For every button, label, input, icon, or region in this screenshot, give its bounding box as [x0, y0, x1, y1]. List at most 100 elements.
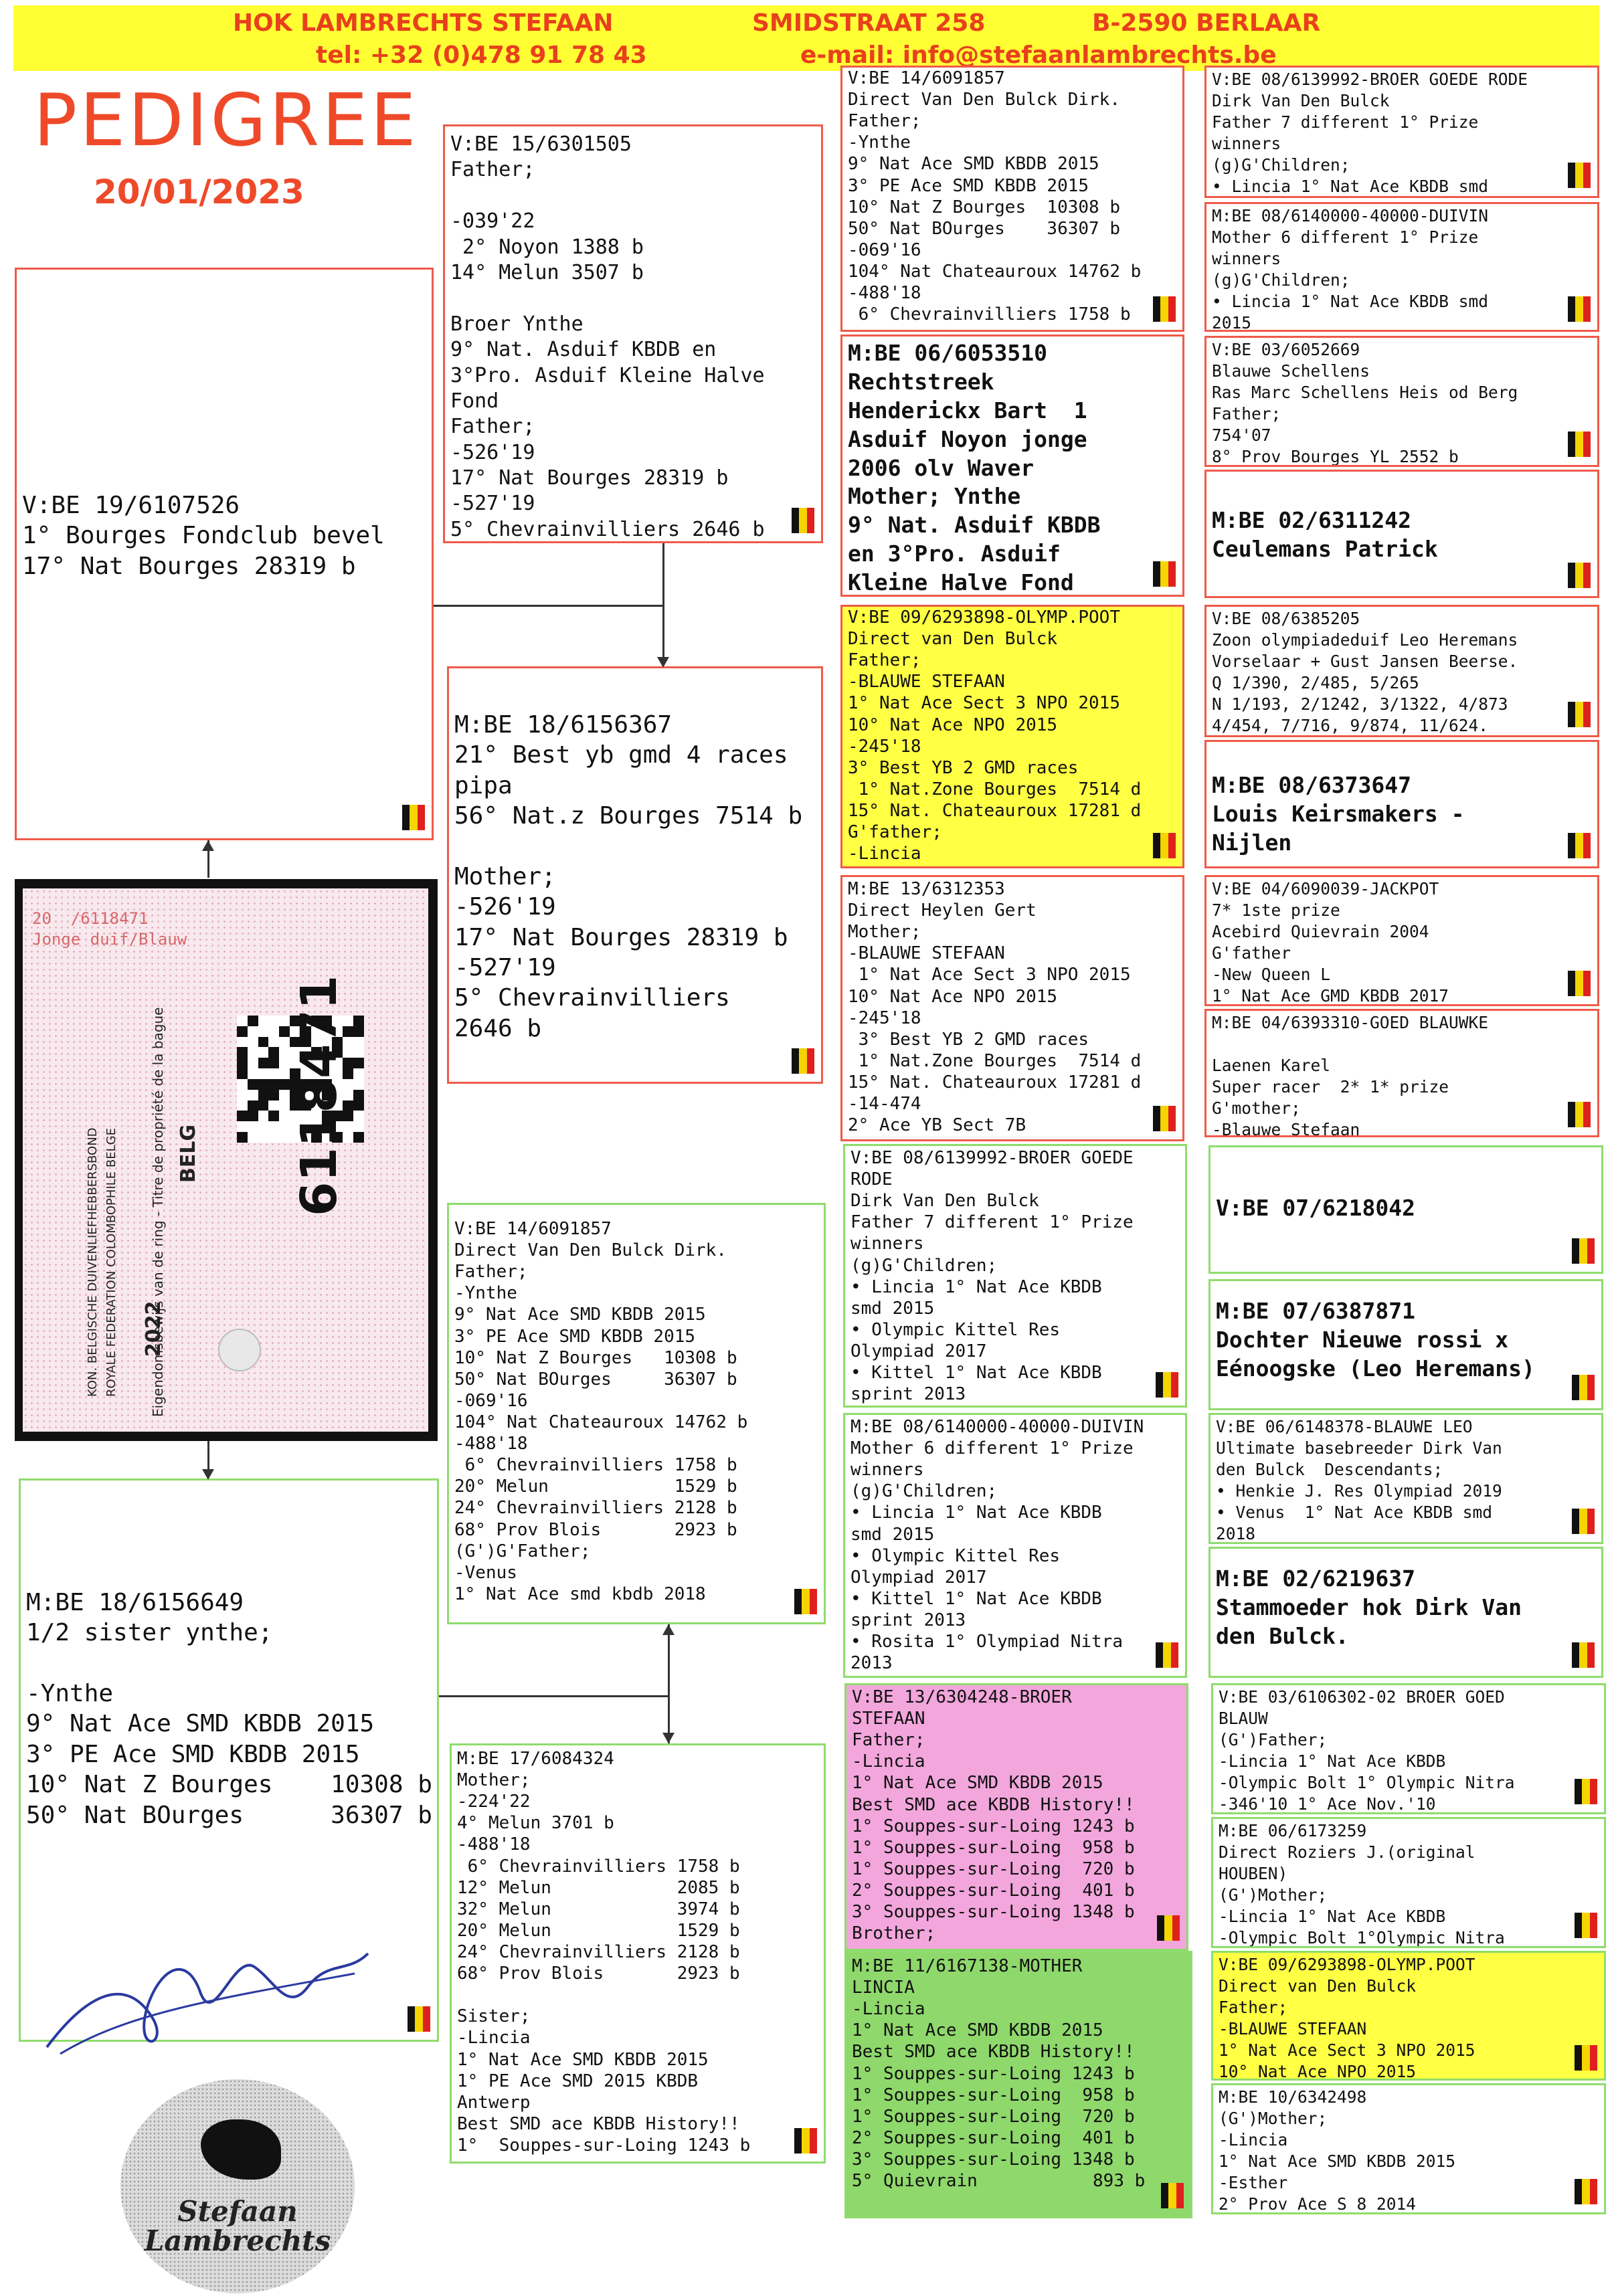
- ring-federation-nl: KON. BELGISCHE DUIVENLIEFHEBBERSBOND: [86, 1127, 100, 1397]
- gen4-box-10: M:BE 07/6387871 Dochter Nieuwe rossi x E…: [1208, 1279, 1603, 1410]
- loft-city: B-2590 BERLAAR: [1092, 9, 1321, 37]
- ring-federation-fr: ROYALE FEDERATION COLOMBOPHILE BELGE: [104, 1128, 118, 1397]
- dss-text: V:BE 08/6139992-BROER GOEDE RODE Dirk Va…: [850, 1148, 1134, 1405]
- belgian-flag-icon: [1572, 1238, 1595, 1264]
- ring-hole-icon: [218, 1329, 261, 1371]
- ddd-box: M:BE 11/6167138-MOTHER LINCIA -Lincia 1°…: [844, 1951, 1192, 2218]
- sss-box: V:BE 14/6091857 Direct Van Den Bulck Dir…: [840, 66, 1184, 332]
- belgian-flag-icon: [1568, 971, 1591, 996]
- connector-line: [434, 605, 664, 607]
- gen4-box-14: M:BE 06/6173259 Direct Roziers J.(origin…: [1211, 1817, 1606, 1948]
- belgian-flag-icon: [1568, 563, 1591, 588]
- belgian-flag-icon: [408, 2006, 430, 2032]
- gen4-box-12: M:BE 02/6219637 Stammoeder hok Dirk Van …: [1208, 1547, 1603, 1678]
- sdd-box: M:BE 13/6312353 Direct Heylen Gert Mothe…: [840, 875, 1184, 1141]
- belgian-flag-icon: [1153, 296, 1176, 322]
- gen4-text-14: M:BE 06/6173259 Direct Roziers J.(origin…: [1219, 1821, 1505, 1948]
- pedigree-date: 20/01/2023: [94, 173, 304, 211]
- gen4-text-8: M:BE 04/6393310-GOED BLAUWKE Laenen Kare…: [1212, 1013, 1489, 1137]
- arrow-up-icon: [202, 840, 214, 851]
- gen4-text-9: V:BE 07/6218042: [1216, 1195, 1416, 1221]
- belgian-flag-icon: [792, 1048, 814, 1074]
- sss-text: V:BE 14/6091857 Direct Van Den Bulck Dir…: [848, 68, 1142, 325]
- ring-number: 6118471: [290, 975, 348, 1216]
- loft-street: SMIDSTRAAT 258: [752, 9, 986, 37]
- dam-dam-text: M:BE 17/6084324 Mother; -224'22 4° Melun…: [457, 1749, 751, 2156]
- gen4-box-4: M:BE 02/6311242 Ceulemans Patrick: [1204, 470, 1599, 598]
- ssd-box: M:BE 06/6053510 Rechtstreek Henderickx B…: [840, 334, 1184, 597]
- belgian-flag-icon: [1568, 296, 1591, 322]
- gen4-box-11: V:BE 06/6148378-BLAUWE LEO Ultimate base…: [1208, 1413, 1603, 1544]
- sds-text: V:BE 09/6293898-OLYMP.POOT Direct van De…: [848, 607, 1142, 864]
- belgian-flag-icon: [1572, 1509, 1595, 1534]
- belgian-flag-icon: [1575, 1779, 1597, 1804]
- dsd-text: M:BE 08/6140000-40000-DUIVIN Mother 6 di…: [850, 1417, 1144, 1674]
- belgian-flag-icon: [1161, 2183, 1184, 2208]
- belgian-flag-icon: [1156, 1372, 1178, 1398]
- belgian-flag-icon: [402, 805, 425, 830]
- belgian-flag-icon: [1575, 1913, 1597, 1938]
- gen4-text-15: V:BE 09/6293898-OLYMP.POOT Direct van De…: [1219, 1955, 1475, 2081]
- gen4-box-13: V:BE 03/6106302-02 BROER GOED BLAUW (G')…: [1211, 1683, 1606, 1814]
- ring-card-header: 20 /6118471 Jonge duif/Blauw: [32, 909, 187, 949]
- gen4-box-7: V:BE 04/6090039-JACKPOT 7* 1ste prize Ac…: [1204, 875, 1599, 1006]
- pigeon-logo-icon: [201, 2119, 281, 2180]
- sire-text: V:BE 19/6107526 1° Bourges Fondclub beve…: [22, 492, 385, 580]
- loft-phone: tel: +32 (0)478 91 78 43: [316, 41, 647, 69]
- connector-line: [662, 543, 664, 657]
- belgian-flag-icon: [794, 2128, 817, 2154]
- header-bar: [13, 5, 1599, 71]
- sire-box: V:BE 19/6107526 1° Bourges Fondclub beve…: [15, 268, 434, 840]
- dam-sire-text: V:BE 14/6091857 Direct Van Den Bulck Dir…: [454, 1219, 748, 1604]
- sdd-text: M:BE 13/6312353 Direct Heylen Gert Mothe…: [848, 879, 1142, 1136]
- connector-line: [668, 1624, 670, 1743]
- loft-email: e-mail: info@stefaanlambrechts.be: [800, 41, 1277, 69]
- connector-line: [439, 1695, 669, 1697]
- dds-text: V:BE 13/6304248-BROER STEFAAN Father; -L…: [852, 1687, 1135, 1944]
- gen4-box-3: V:BE 03/6052669 Blauwe Schellens Ras Mar…: [1204, 336, 1599, 467]
- gen4-box-16: M:BE 10/6342498 (G')Mother; -Lincia 1° N…: [1211, 2083, 1606, 2214]
- dam-box: M:BE 18/6156649 1/2 sister ynthe; -Ynthe…: [19, 1478, 439, 2042]
- signature: [46, 1952, 369, 2055]
- gen4-text-5: V:BE 08/6385205 Zoon olympiadeduif Leo H…: [1212, 609, 1518, 736]
- belgian-flag-icon: [1575, 2045, 1597, 2071]
- arrow-down-icon: [202, 1469, 214, 1480]
- gen4-box-9: V:BE 07/6218042: [1208, 1145, 1603, 1274]
- connector-line: [207, 1441, 209, 1476]
- ring-country: BELG: [177, 1124, 200, 1183]
- belgian-flag-icon: [1153, 833, 1176, 858]
- connector-line: [207, 840, 209, 878]
- arrow-down-icon: [657, 657, 669, 668]
- gen4-text-2: M:BE 08/6140000-40000-DUIVIN Mother 6 di…: [1212, 206, 1489, 332]
- page-title: PEDIGREE: [33, 79, 419, 163]
- sire-sire-box: V:BE 15/6301505 Father; -039'22 2° Noyon…: [443, 124, 823, 543]
- arrow-down-icon: [662, 1733, 675, 1743]
- dam-text: M:BE 18/6156649 1/2 sister ynthe; -Ynthe…: [26, 1589, 432, 1829]
- gen4-box-5: V:BE 08/6385205 Zoon olympiadeduif Leo H…: [1204, 605, 1599, 737]
- belgian-flag-icon: [1568, 702, 1591, 727]
- ssd-text: M:BE 06/6053510 Rechtstreek Henderickx B…: [848, 340, 1101, 596]
- dsd-box: M:BE 08/6140000-40000-DUIVIN Mother 6 di…: [843, 1413, 1187, 1678]
- belgian-flag-icon: [1156, 1642, 1178, 1668]
- belgian-flag-icon: [1572, 1375, 1595, 1400]
- gen4-text-1: V:BE 08/6139992-BROER GOEDE RODE Dirk Va…: [1212, 70, 1528, 197]
- belgian-flag-icon: [794, 1589, 817, 1614]
- gen4-text-6: M:BE 08/6373647 Louis Keirsmakers - Nijl…: [1212, 772, 1465, 856]
- loft-stamp: Stefaan Lambrechts: [120, 2079, 355, 2293]
- belgian-flag-icon: [1568, 1102, 1591, 1127]
- gen4-text-13: V:BE 03/6106302-02 BROER GOED BLAUW (G')…: [1219, 1687, 1515, 1814]
- gen4-text-11: V:BE 06/6148378-BLAUWE LEO Ultimate base…: [1216, 1417, 1502, 1544]
- gen4-text-7: V:BE 04/6090039-JACKPOT 7* 1ste prize Ac…: [1212, 879, 1449, 1006]
- loft-name: HOK LAMBRECHTS STEFAAN: [233, 9, 614, 37]
- ring-certificate: 20 /6118471 Jonge duif/Blauw 6118471 202…: [15, 879, 438, 1441]
- belgian-flag-icon: [1153, 561, 1176, 587]
- gen4-box-1: V:BE 08/6139992-BROER GOEDE RODE Dirk Va…: [1204, 66, 1599, 198]
- gen4-box-8: M:BE 04/6393310-GOED BLAUWKE Laenen Kare…: [1204, 1009, 1599, 1137]
- belgian-flag-icon: [1572, 1642, 1595, 1668]
- ring-card: 20 /6118471 Jonge duif/Blauw 6118471 202…: [23, 888, 428, 1432]
- belgian-flag-icon: [1575, 2179, 1597, 2204]
- gen4-box-2: M:BE 08/6140000-40000-DUIVIN Mother 6 di…: [1204, 202, 1599, 332]
- belgian-flag-icon: [1568, 432, 1591, 457]
- gen4-text-3: V:BE 03/6052669 Blauwe Schellens Ras Mar…: [1212, 340, 1518, 467]
- dam-sire-box: V:BE 14/6091857 Direct Van Den Bulck Dir…: [447, 1203, 826, 1624]
